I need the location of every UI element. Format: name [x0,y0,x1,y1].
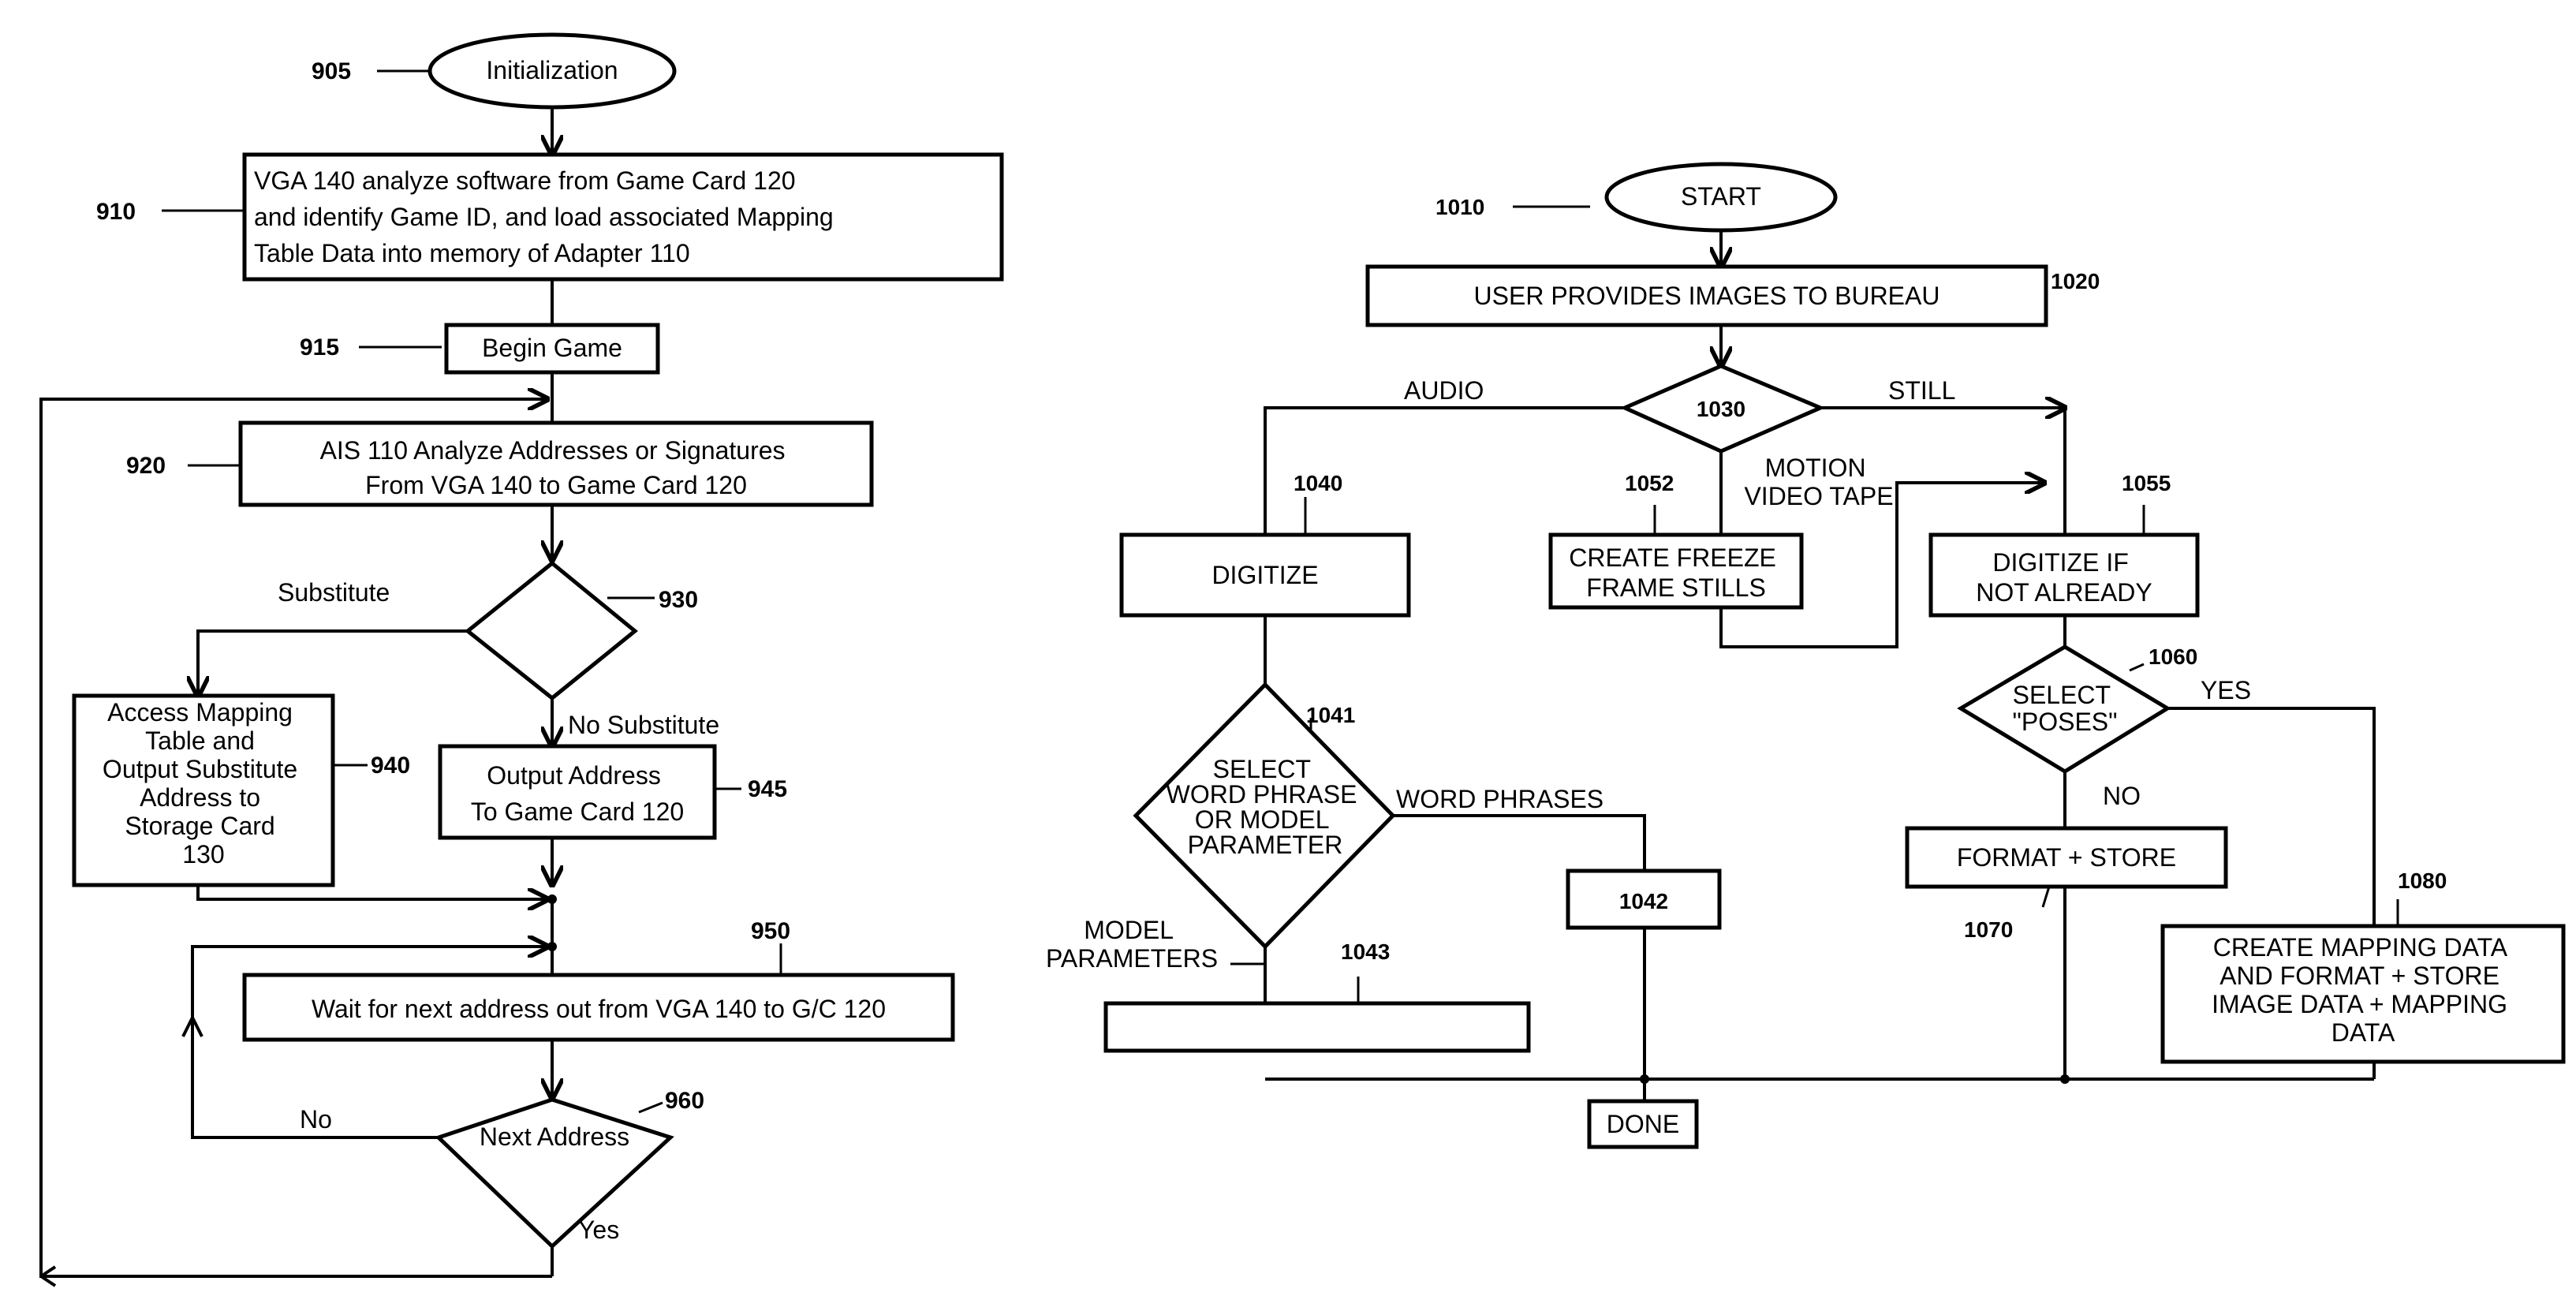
ref-1060: 1060 [2149,644,2197,669]
done-text: DONE [1607,1110,1679,1138]
select-poses-text: SELECT "POSES" [2013,681,2118,736]
ref-1052: 1052 [1625,471,1674,495]
ref-1055: 1055 [2122,471,2171,495]
model-parameters-label: MODEL PARAMETERS [1046,916,1218,973]
ref-1020: 1020 [2051,269,2100,293]
decision-930 [468,563,635,698]
motion-label: MOTION VIDEO TAPE [1744,454,1893,510]
format-store-text: FORMAT + STORE [1957,843,2176,872]
initialization-label: Initialization [486,56,618,84]
ref-1070: 1070 [1964,917,2013,942]
yes-label: Yes [578,1216,619,1244]
ref-945: 945 [748,776,787,802]
ref-1010: 1010 [1435,195,1484,219]
begin-game-label: Begin Game [482,334,622,362]
ref-1040: 1040 [1294,471,1342,495]
box-1043 [1106,1003,1529,1051]
decision-960 [439,1100,670,1246]
ref-1043: 1043 [1341,939,1390,964]
word-phrases-label: WORD PHRASES [1396,785,1603,813]
box-1020-text: USER PROVIDES IMAGES TO BUREAU [1474,282,1940,310]
substitute-label: Substitute [278,578,390,607]
ref-950: 950 [751,918,790,944]
no-substitute-label: No Substitute [568,711,719,739]
ref-930: 930 [659,587,698,613]
ref-940: 940 [371,753,410,779]
ref-910: 910 [96,199,136,225]
ref-905: 905 [312,58,351,84]
start-label: START [1681,182,1761,211]
ref-960: 960 [665,1088,704,1114]
right-flowchart: START USER PROVIDES IMAGES TO BUREAU AUD… [1046,164,2563,1147]
no-label-right: NO [2103,782,2141,810]
still-label: STILL [1888,376,1955,405]
ref-915: 915 [300,334,339,360]
no-label: No [300,1105,332,1134]
audio-label: AUDIO [1404,376,1484,405]
next-address-label: Next Address [480,1122,629,1151]
box-950-text: Wait for next address out from VGA 140 t… [312,995,886,1023]
ref-1030: 1030 [1697,397,1745,421]
left-flowchart: Initialization VGA 140 analyze software … [41,35,1002,1286]
yes-label-right: YES [2201,676,2251,704]
digitize-text: DIGITIZE [1211,561,1318,589]
ref-1080: 1080 [2398,868,2447,893]
ref-1042: 1042 [1619,889,1668,913]
ref-920: 920 [126,453,166,479]
ref-1041: 1041 [1306,703,1355,727]
